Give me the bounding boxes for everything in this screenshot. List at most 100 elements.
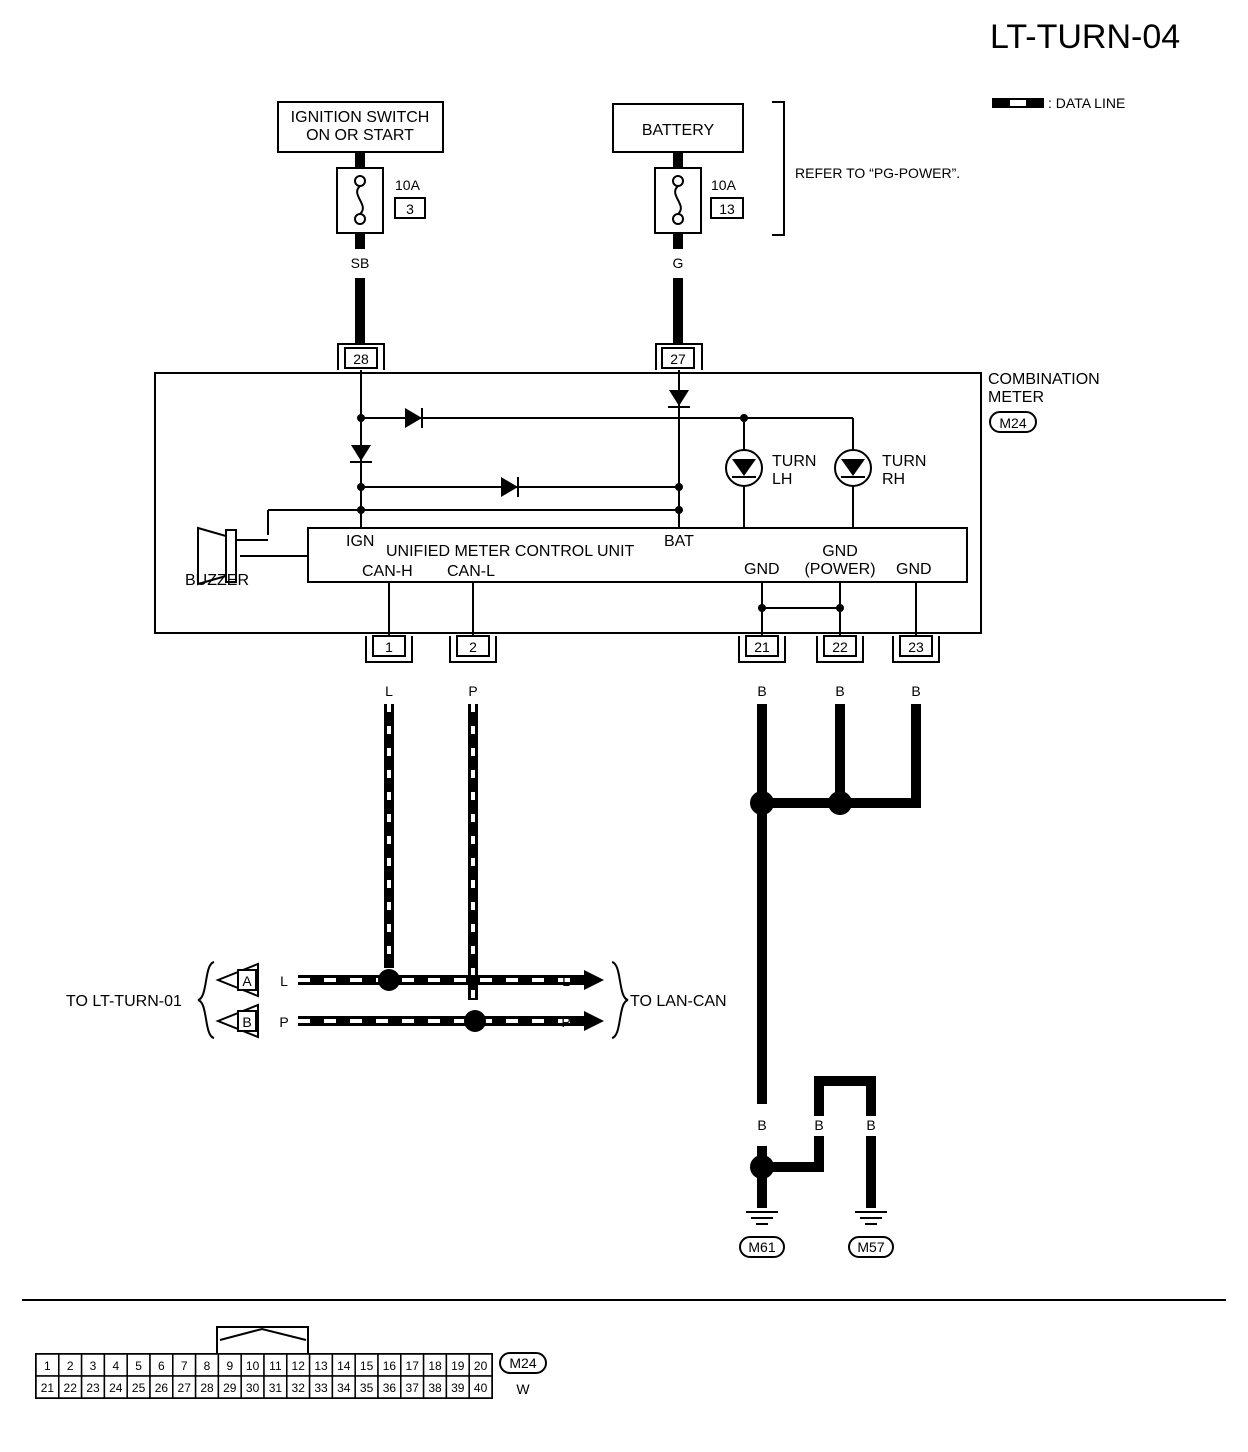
ignition-fuse-rating: 10A [395, 177, 421, 193]
connector-cavity-number: 32 [292, 1381, 306, 1395]
connector-1: 1 [365, 635, 413, 663]
diode-bat-vertical [668, 390, 690, 408]
can-p-right-color: P [561, 1014, 570, 1030]
connector-cavity-number: 3 [90, 1359, 97, 1373]
bat-label: BAT [664, 533, 694, 550]
pin-1-label: 1 [385, 639, 393, 655]
connector-cavity-number: 28 [200, 1381, 214, 1395]
connector-2: 2 [449, 635, 497, 663]
connector-cavity-number: 14 [337, 1359, 351, 1373]
battery-label: BATTERY [642, 122, 715, 139]
right-brace [611, 961, 629, 1039]
to-lan-can-label: TO LAN-CAN [630, 993, 727, 1010]
can-l-splice [464, 1010, 486, 1032]
wire-color-23: B [911, 683, 920, 699]
connector-cavity-number: 25 [132, 1381, 146, 1395]
can-l-label: CAN-L [447, 563, 495, 580]
connector-cavity-number: 40 [474, 1381, 488, 1395]
gnd-power-label1: GND [822, 543, 858, 560]
pin-27-label: 27 [670, 351, 686, 367]
connector-cavity-number: 13 [314, 1359, 328, 1373]
turn-lh-label1: TURN [772, 453, 816, 470]
unified-meter-control-unit [307, 527, 968, 583]
battery: BATTERY [612, 103, 744, 153]
internal-circuit [240, 370, 854, 557]
can-l-right-color: L [562, 973, 570, 989]
data-line-legend: : DATA LINE [992, 95, 1125, 111]
meter-name-line1: COMBINATION [988, 371, 1100, 388]
battery-fuse-number: 13 [719, 201, 735, 217]
battery-fuse-rating: 10A [711, 177, 737, 193]
legend-label: : DATA LINE [1048, 95, 1125, 111]
turn-rh-label2: RH [882, 471, 905, 488]
wire-color-l: L [385, 683, 393, 699]
can-l-left-color: L [280, 973, 288, 989]
connector-cavity-number: 27 [178, 1381, 192, 1395]
connector-cavity-number: 8 [204, 1359, 211, 1373]
to-lt-turn-01-label: TO LT-TURN-01 [66, 993, 182, 1010]
connector-cavity-number: 23 [86, 1381, 100, 1395]
ignition-wire [355, 278, 365, 344]
connector-cavity-number: 1 [44, 1359, 51, 1373]
gnd-label: GND [744, 561, 780, 578]
ground-symbol-m61 [746, 1211, 778, 1225]
turn-rh-label1: TURN [882, 453, 926, 470]
connector-cavity-number: 12 [292, 1359, 306, 1373]
connector-22: 22 [816, 635, 864, 663]
junction-dots [357, 414, 748, 514]
connector-cavity-number: 29 [223, 1381, 237, 1395]
connector-cavity-number: 16 [383, 1359, 397, 1373]
connector-cavity-number: 15 [360, 1359, 374, 1373]
connector-cavity-number: 19 [451, 1359, 465, 1373]
ignition-fuse: 10A 3 [336, 152, 426, 249]
svg-text:M24: M24 [999, 415, 1026, 431]
ground-color-2: B [814, 1117, 823, 1133]
page-title: LT-TURN-04 [990, 18, 1180, 56]
svg-text:A: A [242, 973, 252, 989]
turn-rh-lamp [834, 449, 872, 487]
connector-cavity-number: 18 [428, 1359, 442, 1373]
gnd-junction-a [758, 604, 766, 612]
ground-wiring [757, 704, 921, 1208]
connector-cavity [468, 1375, 493, 1399]
pin-2-label: 2 [469, 639, 477, 655]
connector-cavity-number: 39 [451, 1381, 465, 1395]
turn-lh-lamp [725, 449, 763, 487]
ground-color-1: B [757, 1117, 766, 1133]
refer-bracket [772, 101, 785, 236]
connector-cavity-number: 26 [155, 1381, 169, 1395]
connector-cavity-number: 2 [67, 1359, 74, 1373]
ground-badge-m57: M57 [848, 1236, 894, 1258]
connector-cavity-number: 24 [109, 1381, 123, 1395]
can-l-horizontal [298, 970, 604, 990]
connector-cavity-number: 31 [269, 1381, 283, 1395]
face-view-id-badge: M24 [499, 1352, 547, 1374]
connector-cavity-number: 36 [383, 1381, 397, 1395]
ignition-fuse-number: 3 [406, 201, 414, 217]
refer-note: REFER TO “PG-POWER”. [795, 165, 960, 181]
meter-name-line2: METER [988, 389, 1044, 406]
connector-cavity-number: 33 [314, 1381, 328, 1395]
connector-27: 27 [655, 343, 703, 370]
ground-splice-1 [750, 791, 774, 815]
connector-cavity-number: 30 [246, 1381, 260, 1395]
wire-color-21: B [757, 683, 766, 699]
connector-21: 21 [738, 635, 786, 663]
offpage-ref-b: B [215, 1003, 259, 1039]
ignition-switch: IGNITION SWITCH ON OR START [277, 101, 444, 153]
ground-splice-3 [750, 1155, 774, 1179]
wire-color-22: B [835, 683, 844, 699]
can-h-splice [378, 969, 400, 991]
connector-cavity-number: 34 [337, 1381, 351, 1395]
can-h-label: CAN-H [362, 563, 413, 580]
connector-cavity-number: 5 [135, 1359, 142, 1373]
ignition-wire-color: SB [351, 255, 370, 271]
connector-cavity-number: 35 [360, 1381, 374, 1395]
connector-cavity-number: 22 [64, 1381, 78, 1395]
ignition-line2: ON OR START [306, 127, 414, 144]
pin-22-label: 22 [832, 639, 848, 655]
connector-cavity-number: 38 [428, 1381, 442, 1395]
pin-28-label: 28 [353, 351, 369, 367]
svg-text:B: B [242, 1014, 251, 1030]
